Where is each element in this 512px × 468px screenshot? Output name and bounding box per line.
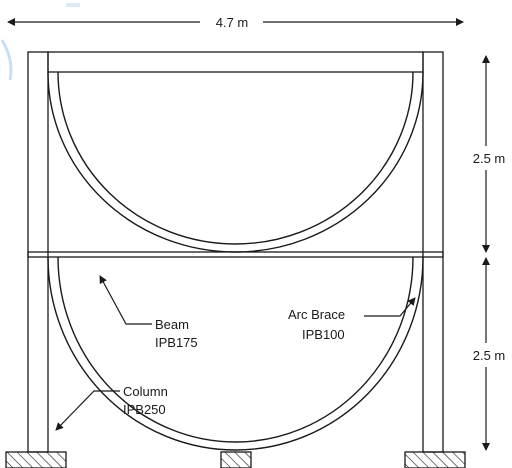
beam-leader: Beam IPB175	[99, 275, 198, 350]
upper-arc-brace	[47, 71, 424, 253]
scan-artifact	[66, 3, 80, 7]
middle-support	[220, 451, 252, 468]
middle-beam	[27, 251, 444, 258]
beam-label: Beam	[155, 317, 189, 332]
scan-artifact-edge	[0, 39, 13, 81]
bottom-story-dimension-label: 2.5 m	[473, 348, 506, 363]
arc-brace-label: Arc Brace	[288, 307, 345, 322]
width-dimension: 4.7 m	[7, 15, 464, 30]
arc-brace-leader: Arc Brace IPB100	[288, 297, 416, 342]
top-story-dimension-label: 2.5 m	[473, 151, 506, 166]
column-section-label: IPB250	[123, 402, 166, 417]
top-beam	[47, 51, 424, 73]
column-leader: Column IPB250	[55, 384, 168, 431]
width-dimension-label: 4.7 m	[216, 15, 249, 30]
bottom-story-dimension: 2.5 m	[473, 257, 506, 451]
right-support	[404, 451, 466, 468]
column-label: Column	[123, 384, 168, 399]
arc-brace-section-label: IPB100	[302, 327, 345, 342]
left-support	[5, 451, 67, 468]
top-story-dimension: 2.5 m	[473, 55, 506, 253]
beam-section-label: IPB175	[155, 335, 198, 350]
lower-arc-brace	[47, 256, 424, 451]
